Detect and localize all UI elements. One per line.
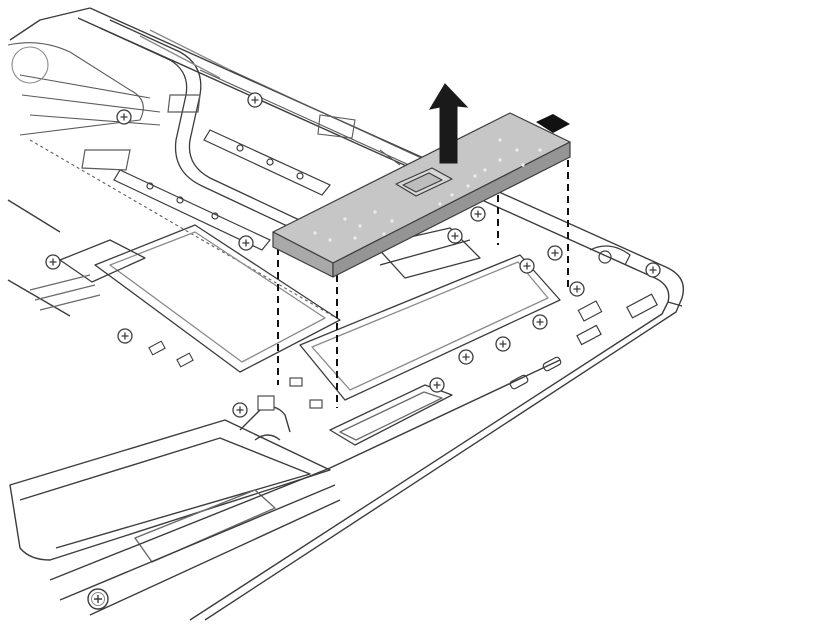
upper-rail bbox=[199, 69, 431, 171]
upper-bracket bbox=[81, 94, 331, 251]
memory-module-left bbox=[29, 224, 341, 373]
heat-pipe bbox=[99, 19, 311, 233]
ribbon-tab bbox=[536, 114, 570, 133]
alignment-guides bbox=[277, 160, 569, 408]
up-arrow-icon bbox=[428, 83, 469, 164]
fan-assembly bbox=[7, 42, 161, 136]
laptop-base-chassis bbox=[7, 7, 685, 621]
small-connectors bbox=[148, 300, 603, 411]
main-board bbox=[299, 227, 561, 401]
removed-component bbox=[272, 112, 571, 278]
palm-rest-battery bbox=[9, 359, 561, 616]
speaker bbox=[329, 384, 453, 446]
